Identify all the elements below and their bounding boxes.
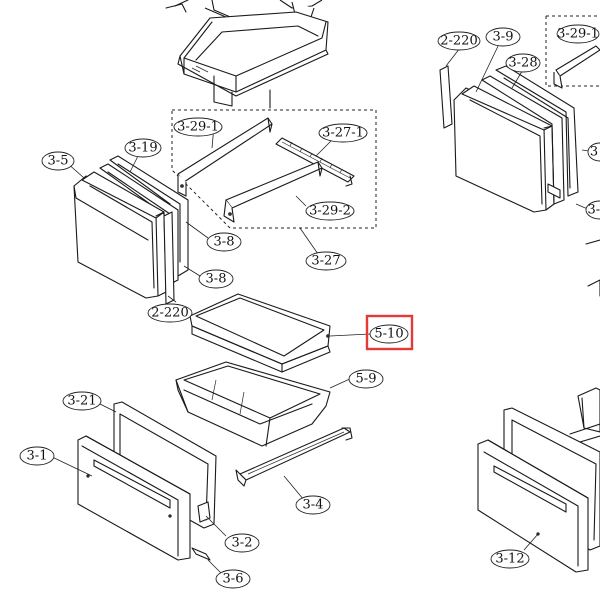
right-rail-fragments — [581, 149, 600, 297]
gasket-2-220-left — [163, 211, 175, 305]
callout-3-21: 3-21 — [62, 391, 102, 411]
callout-3-1-cut: 3-1 — [585, 200, 600, 220]
callout-3-6: 3-6 — [215, 569, 251, 589]
callout-2-220-left: 2-220 — [147, 303, 193, 323]
label-2-220-left: 2-220 — [151, 306, 188, 321]
callout-3-4: 3-4 — [295, 495, 331, 515]
right-upper-assembly — [439, 65, 591, 213]
callout-3-8-b: 3-8 — [198, 269, 234, 289]
label-3-5: 3-5 — [48, 154, 69, 169]
label-3-1-cut: 3-1 — [588, 203, 600, 218]
callout-2-220-right: 2-220 — [437, 31, 481, 51]
rail-assembly-box — [171, 109, 377, 255]
label-3-4: 3-4 — [303, 498, 324, 513]
strip-3-6 — [191, 547, 223, 575]
callout-3-1: 3-1 — [19, 446, 55, 466]
label-3-2: 3-2 — [232, 536, 253, 551]
label-3-8-b: 3-8 — [206, 272, 227, 287]
callout-3-29-1-right: 3-29-1 — [556, 24, 600, 44]
label-3-29-1-left: 3-29-1 — [177, 120, 219, 135]
label-3-19: 3-19 — [128, 141, 157, 156]
callout-3-27-1: 3-27-1 — [318, 123, 368, 143]
callout-3-28: 3-28 — [505, 53, 541, 73]
label-3-21: 3-21 — [67, 394, 96, 409]
right-rail-box — [545, 15, 600, 89]
label-3-9: 3-9 — [493, 30, 514, 45]
callout-3-8-a: 3-8 — [206, 232, 242, 252]
drawer-front-3-1 — [77, 435, 191, 561]
callout-3-12: 3-12 — [490, 549, 530, 569]
callout-3-9: 3-9 — [485, 27, 521, 47]
callout-3-cut: 3 — [587, 142, 600, 162]
label-3-27: 3-27 — [311, 254, 340, 269]
bin-5-9 — [175, 361, 353, 447]
callout-3-29-1-left: 3-29-1 — [173, 117, 223, 137]
callout-3-29-2: 3-29-2 — [305, 201, 355, 221]
label-3-28: 3-28 — [508, 56, 537, 71]
label-3-27-1: 3-27-1 — [322, 126, 364, 141]
label-5-9: 5-9 — [356, 372, 377, 387]
callout-5-9: 5-9 — [348, 369, 384, 389]
slide-rail-upper — [275, 137, 355, 187]
label-2-220-right: 2-220 — [440, 34, 477, 49]
label-5-10: 5-10 — [374, 327, 403, 342]
callout-3-27: 3-27 — [305, 251, 347, 271]
label-3-cut: 3 — [590, 145, 598, 160]
callout-3-19: 3-19 — [124, 138, 162, 158]
highlight-box-5-10 — [365, 314, 414, 351]
label-3-1: 3-1 — [27, 449, 48, 464]
upper-drawer-assembly — [165, 0, 329, 109]
slide-rail-3-4 — [235, 427, 353, 501]
right-drawer-front-3-12 — [477, 407, 600, 573]
label-3-6: 3-6 — [223, 572, 244, 587]
label-3-12: 3-12 — [495, 552, 524, 567]
callout-5-10: 5-10 — [369, 324, 409, 344]
callout-3-5: 3-5 — [41, 151, 75, 171]
label-3-8-a: 3-8 — [214, 235, 235, 250]
label-3-29-2: 3-29-2 — [309, 204, 351, 219]
shelf-5-10 — [189, 293, 371, 373]
label-3-29-1-right: 3-29-1 — [557, 27, 599, 42]
lower-bracket — [223, 161, 323, 223]
callout-3-2: 3-2 — [224, 533, 260, 553]
left-bracket — [177, 117, 273, 197]
